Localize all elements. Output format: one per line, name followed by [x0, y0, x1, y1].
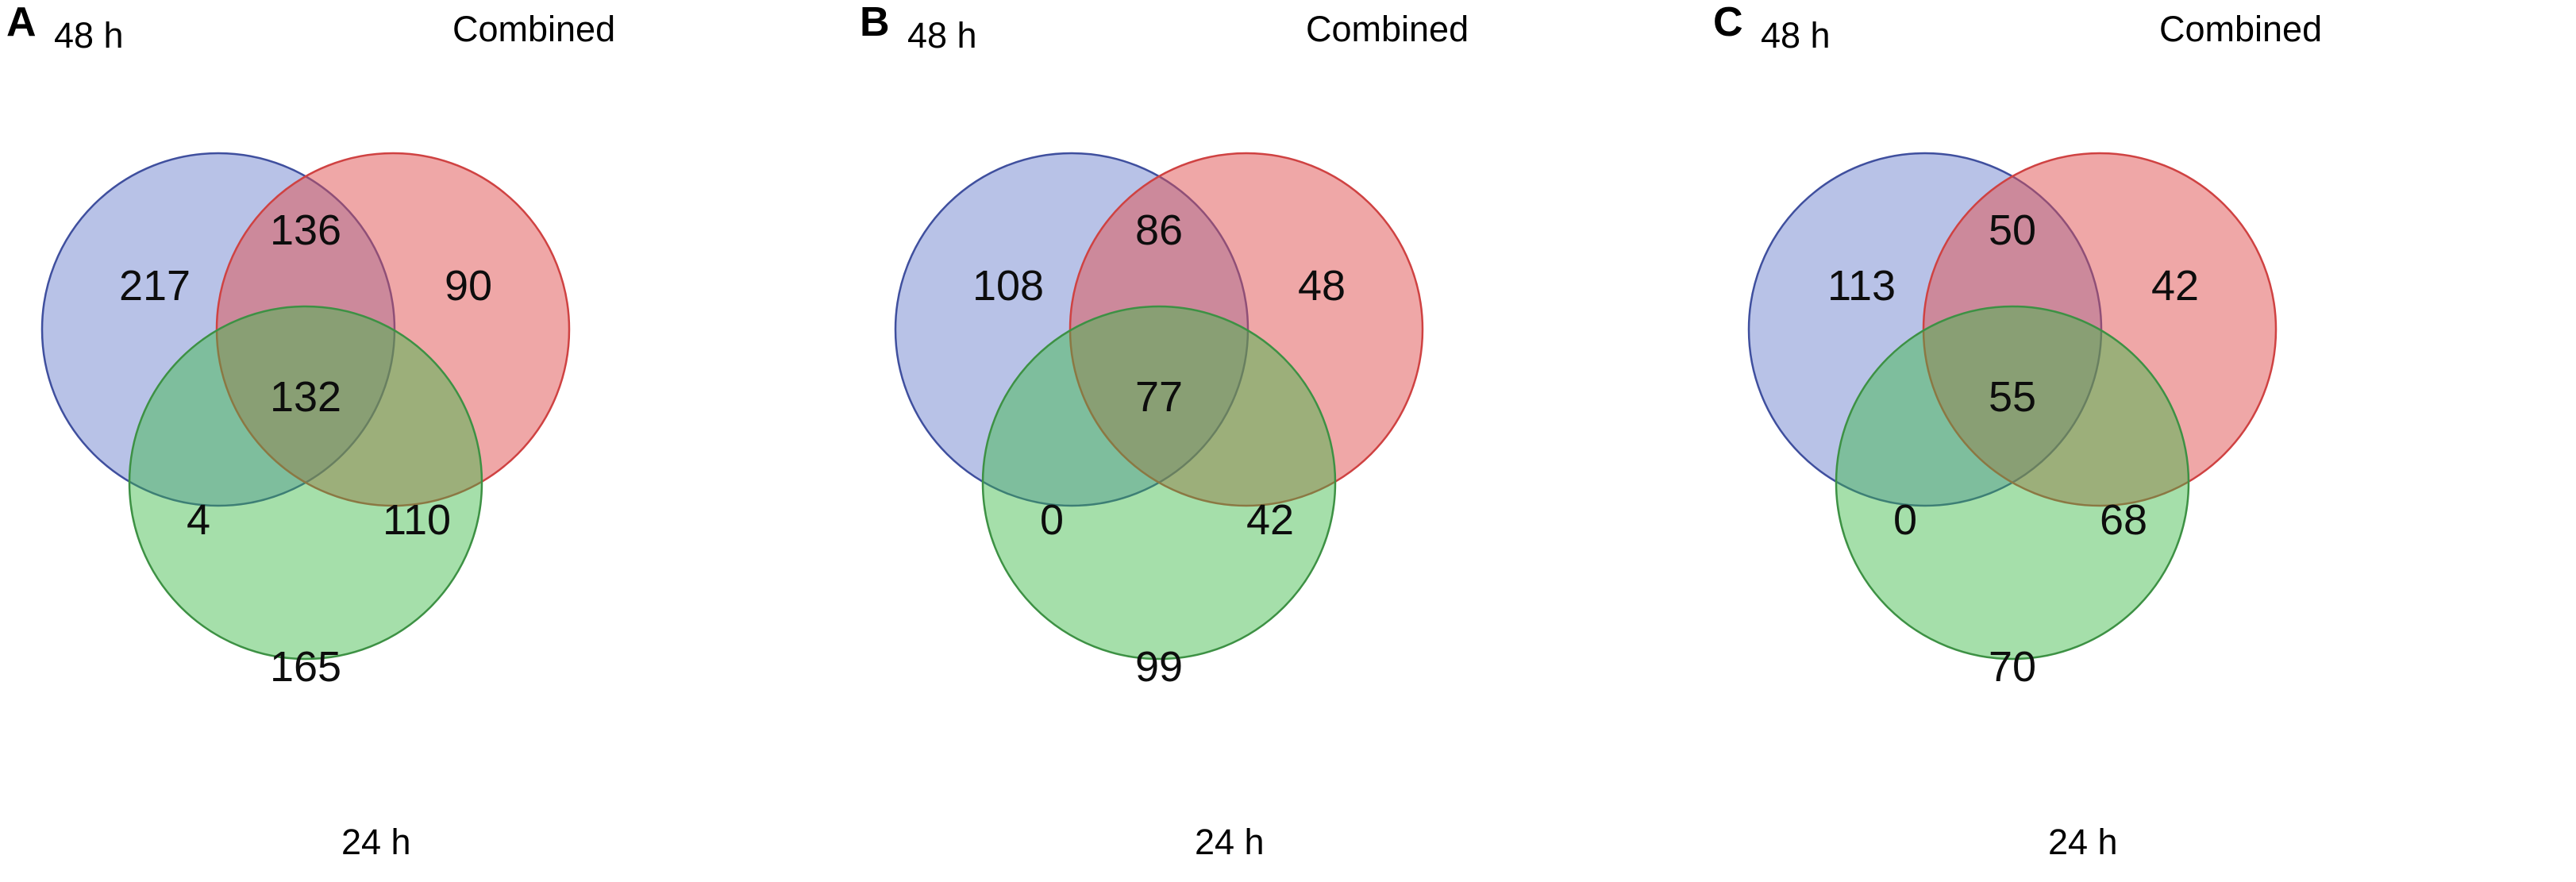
set-label-48h-c: 48 h	[1761, 15, 1831, 56]
count-only-combined-a: 90	[444, 262, 493, 310]
venn-diagram-c	[1747, 152, 2278, 661]
count-only-combined-b: 48	[1297, 262, 1346, 310]
panel-letter-a: A	[6, 0, 37, 45]
set-label-combined-b: Combined	[1306, 9, 1469, 49]
count-only-48h-b: 108	[972, 262, 1045, 310]
count-only-24h-b: 99	[1134, 643, 1184, 691]
panel-a: A 48 h Combined 24 h 217 136 90 132 4 11…	[0, 0, 853, 882]
count-48h-and-combined-c: 50	[1988, 206, 2037, 254]
circle-24h-c	[1835, 305, 2190, 661]
set-label-48h-b: 48 h	[907, 15, 977, 56]
count-all-three-b: 77	[1134, 373, 1184, 421]
panel-c: C 48 h Combined 24 h 113 50 42 55 0 68 7…	[1707, 0, 2576, 882]
count-48h-and-24h-a: 4	[186, 496, 211, 544]
set-label-48h-a: 48 h	[54, 15, 124, 56]
count-48h-and-24h-b: 0	[1039, 496, 1065, 544]
count-combined-and-24h-a: 110	[382, 496, 452, 544]
circle-24h-b	[981, 305, 1337, 661]
count-combined-and-24h-b: 42	[1246, 496, 1295, 544]
count-only-48h-c: 113	[1827, 262, 1896, 310]
set-label-24h-a: 24 h	[341, 822, 411, 862]
venn-diagram-a	[40, 152, 571, 661]
set-label-combined-c: Combined	[2159, 9, 2323, 49]
panel-letter-b: B	[860, 0, 890, 45]
count-only-24h-c: 70	[1988, 643, 2037, 691]
count-48h-and-24h-c: 0	[1893, 496, 1918, 544]
count-48h-and-combined-a: 136	[269, 206, 342, 254]
count-combined-and-24h-c: 68	[2099, 496, 2148, 544]
circle-24h-a	[128, 305, 483, 661]
count-only-combined-c: 42	[2151, 262, 2200, 310]
count-only-48h-a: 217	[118, 262, 191, 310]
venn-diagram-b	[894, 152, 1424, 661]
set-label-combined-a: Combined	[452, 9, 616, 49]
count-all-three-c: 55	[1988, 373, 2037, 421]
panel-letter-c: C	[1713, 0, 1743, 45]
count-all-three-a: 132	[269, 373, 342, 421]
panel-b: B 48 h Combined 24 h 108 86 48 77 0 42 9…	[853, 0, 1707, 882]
count-only-24h-a: 165	[269, 643, 342, 691]
count-48h-and-combined-b: 86	[1134, 206, 1184, 254]
set-label-24h-c: 24 h	[2048, 822, 2118, 862]
set-label-24h-b: 24 h	[1195, 822, 1265, 862]
